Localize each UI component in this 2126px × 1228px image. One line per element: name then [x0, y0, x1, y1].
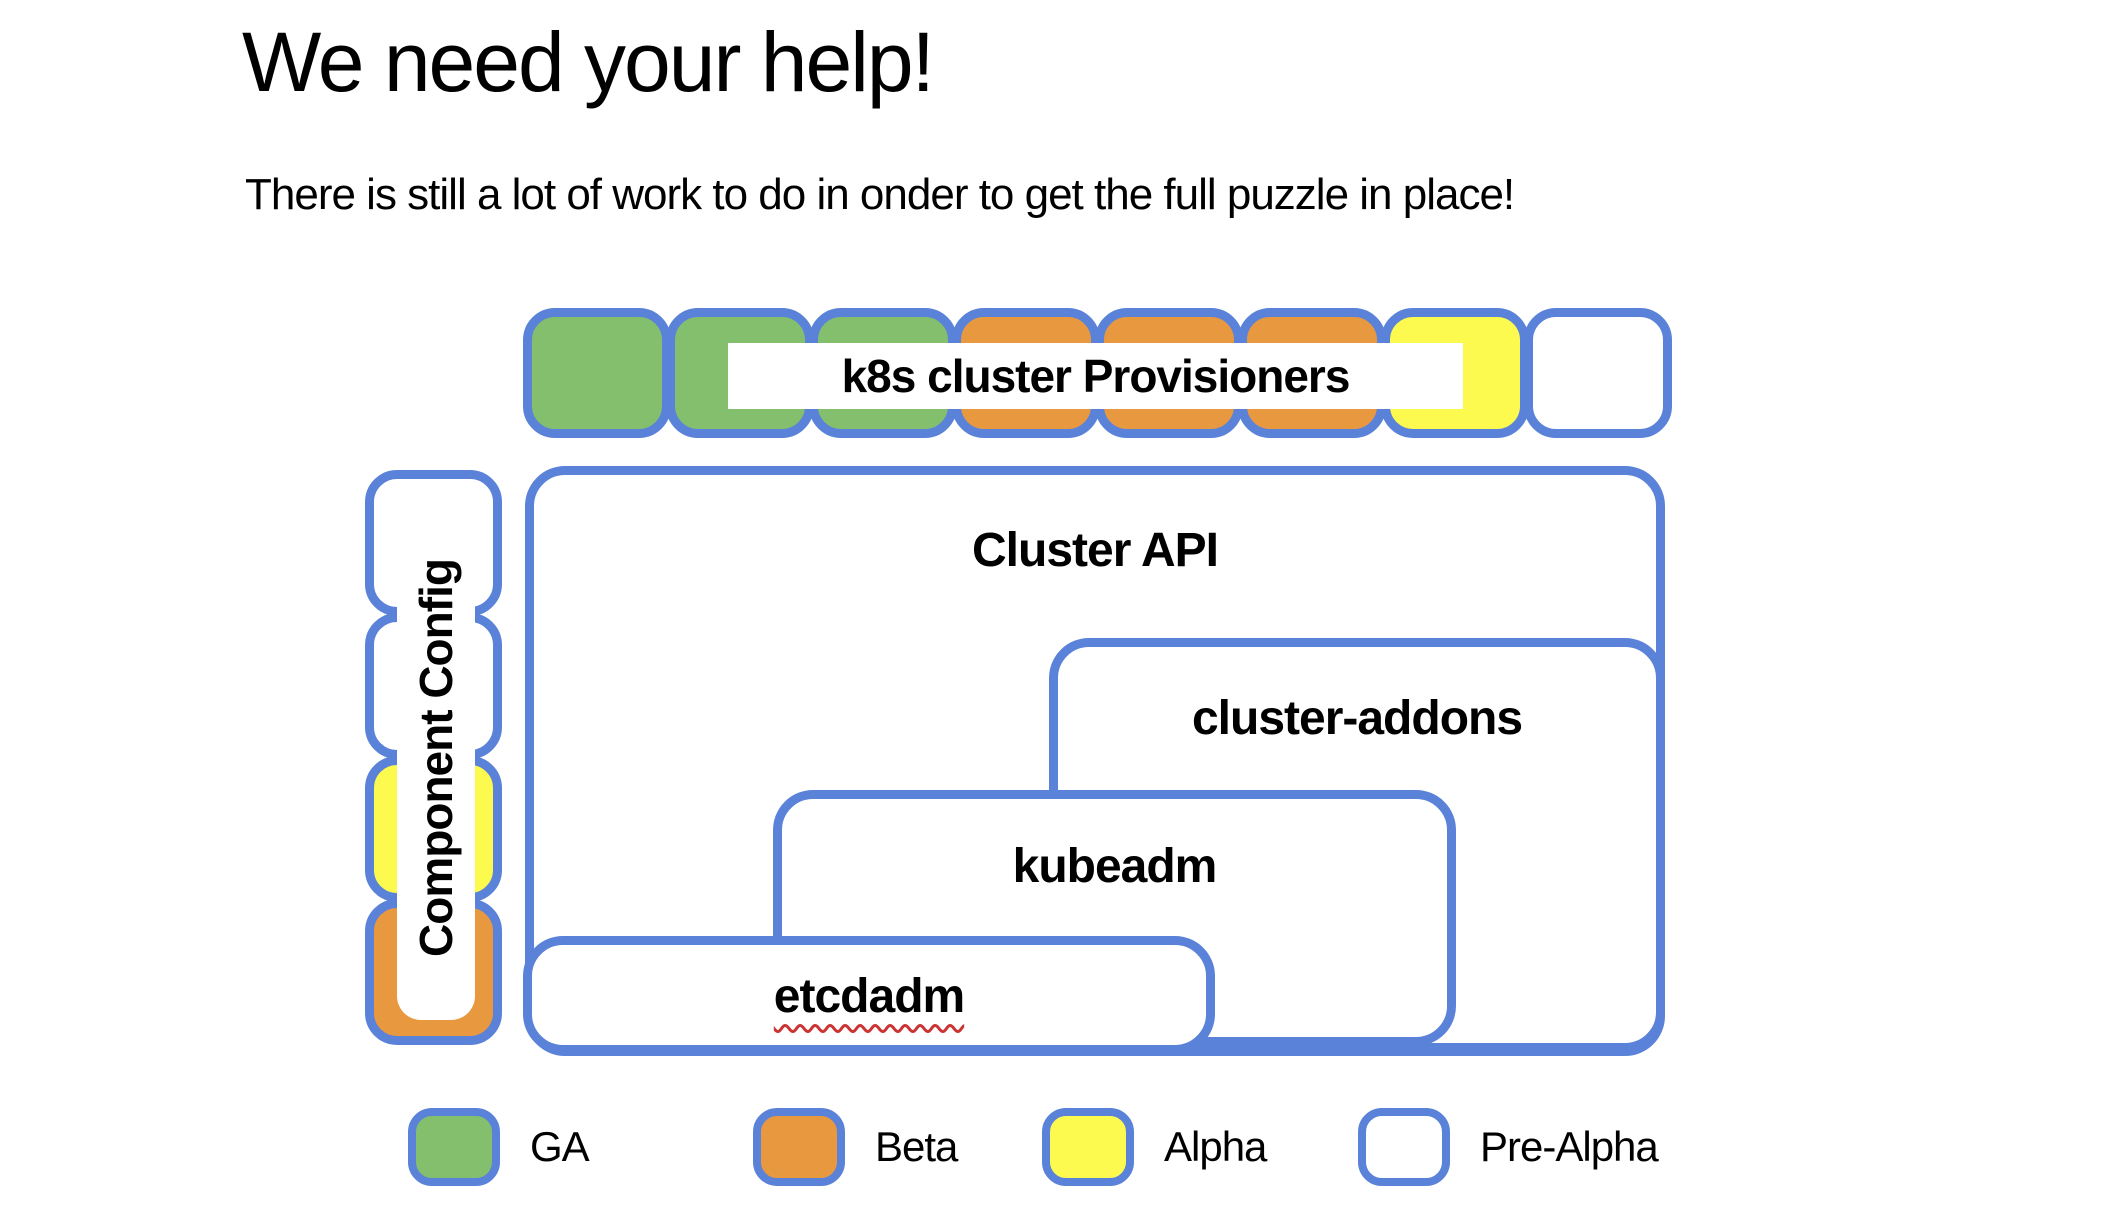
page-title: We need your help!: [242, 15, 935, 109]
page-subtitle: There is still a lot of work to do in on…: [245, 170, 1515, 219]
puzzle-piece-ga: [523, 308, 671, 438]
legend-item-alpha: Alpha: [1042, 1108, 1267, 1186]
legend-label-alpha: Alpha: [1164, 1123, 1267, 1170]
component-config-band: Component Config: [397, 496, 475, 1020]
legend-swatch-pre-alpha: [1358, 1108, 1450, 1186]
provisioners-label-band: k8s cluster Provisioners: [728, 343, 1463, 409]
cluster-addons-label: cluster-addons: [1191, 692, 1523, 745]
legend-label-ga: GA: [530, 1123, 590, 1170]
legend-item-pre-alpha: Pre-Alpha: [1358, 1108, 1659, 1186]
provisioners-label: k8s cluster Provisioners: [841, 350, 1351, 402]
legend-swatch-ga: [408, 1108, 500, 1186]
legend-swatch-alpha: [1042, 1108, 1134, 1186]
component-config-label: Component Config: [410, 559, 463, 957]
legend-item-beta: Beta: [753, 1108, 958, 1186]
cluster-api-label: Cluster API: [972, 524, 1219, 577]
etcdadm-box: etcdadm: [523, 936, 1215, 1054]
puzzle-piece-pre_alpha: [1524, 308, 1672, 438]
etcdadm-label: etcdadm: [773, 970, 965, 1023]
kubeadm-label: kubeadm: [1012, 840, 1218, 893]
legend-item-ga: GA: [408, 1108, 590, 1186]
legend-label-beta: Beta: [875, 1123, 958, 1170]
legend-label-pre-alpha: Pre-Alpha: [1480, 1123, 1659, 1170]
legend-swatch-beta: [753, 1108, 845, 1186]
